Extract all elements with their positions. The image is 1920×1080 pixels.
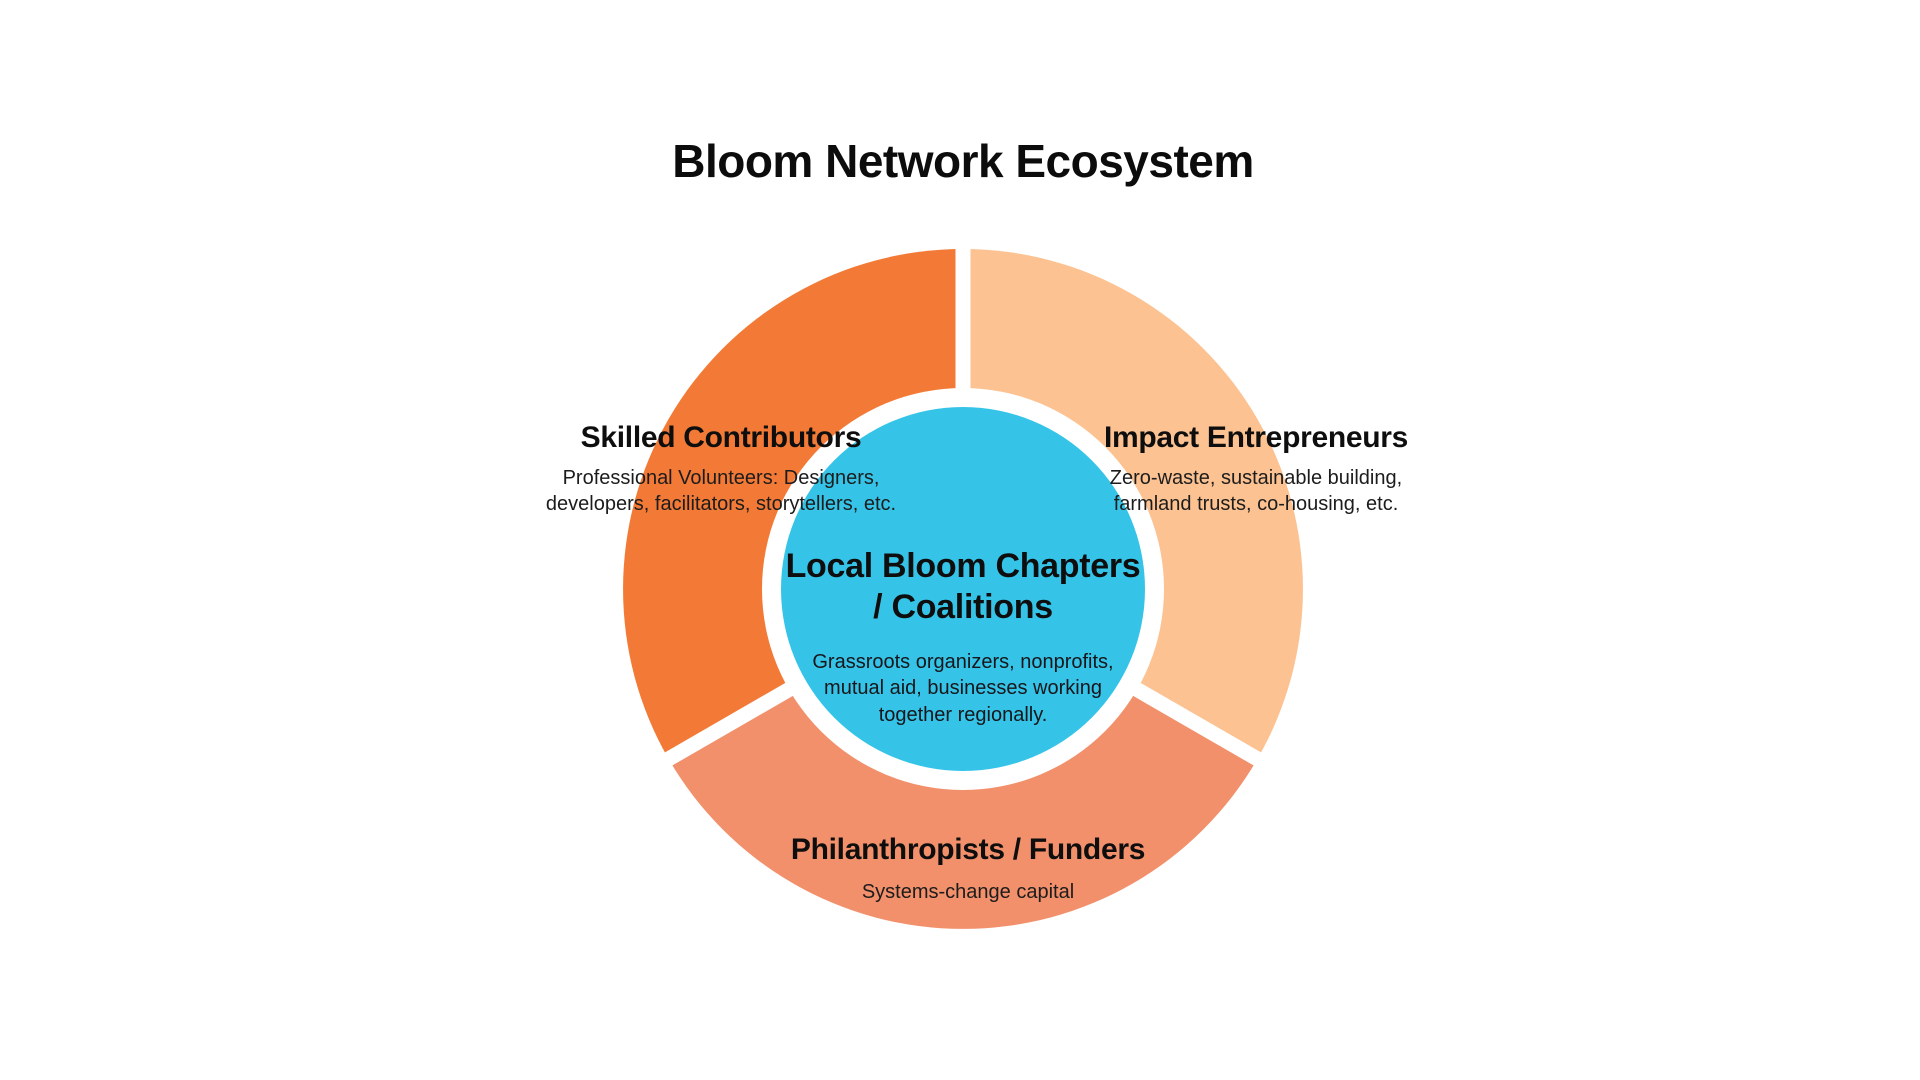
segment-label-impact-entrepreneurs: Impact Entrepreneurs Zero-waste, sustain…: [1104, 421, 1408, 518]
segment-label-philanthropists-funders: Philanthropists / Funders Systems-change…: [790, 833, 1146, 905]
segment-title: Impact Entrepreneurs: [1103, 421, 1409, 454]
segment-title: Skilled Contributors: [580, 421, 862, 454]
segment-description: Professional Volunteers: Designers, deve…: [545, 467, 897, 516]
segment-description: Systems-change capital: [861, 881, 1075, 903]
center-circle-label: Local Bloom Chapters / Coalitions Grassr…: [743, 546, 1183, 728]
center-circle: [781, 407, 1145, 771]
segment-description: Zero-waste, sustainable building, farmla…: [1109, 467, 1403, 516]
center-circle-title: Local Bloom Chapters / Coalitions: [785, 547, 1141, 627]
segment-title: Philanthropists / Funders: [790, 833, 1146, 866]
segment-label-skilled-contributors: Skilled Contributors Professional Volunt…: [546, 421, 896, 518]
center-circle-description: Grassroots organizers, nonprofits, mutua…: [812, 650, 1114, 726]
page-title: Bloom Network Ecosystem: [672, 135, 1254, 187]
